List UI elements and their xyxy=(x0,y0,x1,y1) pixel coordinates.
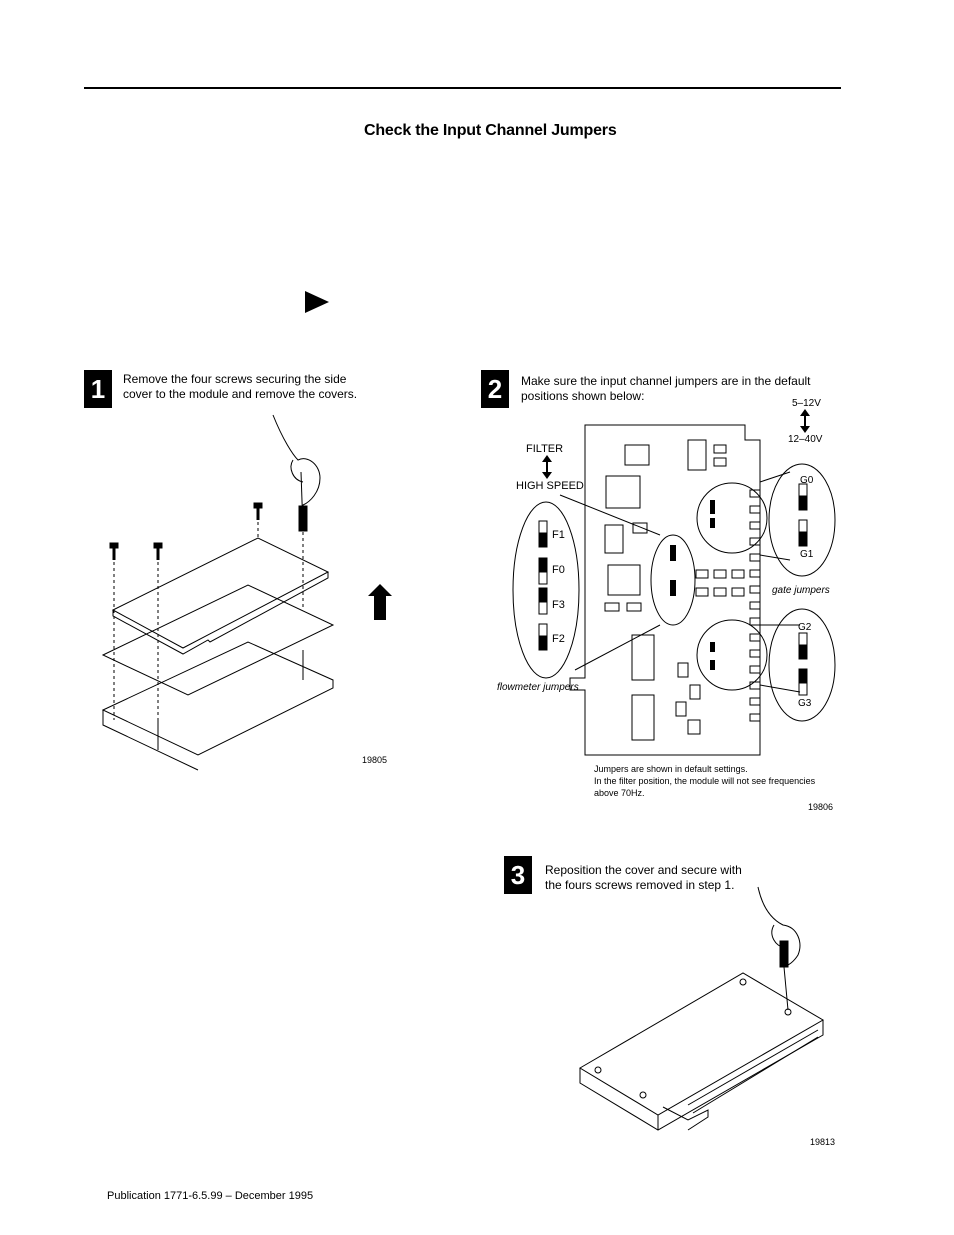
voltage-low-label: 5–12V xyxy=(792,398,821,409)
step-1-text: Remove the four screws securing the side… xyxy=(123,372,358,401)
flowmeter-caption: flowmeter jumpers xyxy=(497,682,579,693)
step-1-figure-id: 19805 xyxy=(362,755,388,765)
step-2-text: Make sure the input channel jumpers are … xyxy=(521,374,811,403)
remove-cover-illustration xyxy=(101,414,335,771)
replace-cover-illustration xyxy=(579,886,824,1131)
step-3-text: Reposition the cover and secure with the… xyxy=(545,863,742,892)
step-1-number: 1 xyxy=(84,370,112,408)
jumper-g1-label: G1 xyxy=(800,549,814,560)
gate-jumper-detail-top xyxy=(768,463,836,577)
flowmeter-jumper-detail xyxy=(512,501,580,679)
jumper-f0-label: F0 xyxy=(552,564,565,576)
step-3-number: 3 xyxy=(504,856,532,894)
up-arrow-icon xyxy=(368,584,392,620)
play-arrow-icon xyxy=(305,291,329,313)
step-2-number: 2 xyxy=(481,370,509,408)
voltage-high-label: 12–40V xyxy=(788,434,823,445)
jumper-note-2: In the filter position, the module will … xyxy=(594,776,816,786)
gate-jumper-detail-bottom xyxy=(768,608,836,722)
circuit-board-illustration xyxy=(559,424,801,756)
step-2-figure-id: 19806 xyxy=(808,802,834,812)
header-rule xyxy=(84,87,841,89)
jumper-note-3: above 70Hz. xyxy=(594,788,645,798)
jumper-g3-label: G3 xyxy=(798,698,812,709)
double-arrow-icon xyxy=(542,455,552,479)
jumper-f2-label: F2 xyxy=(552,633,565,645)
high-speed-label: HIGH SPEED xyxy=(516,480,584,492)
jumper-f1-label: F1 xyxy=(552,529,565,541)
jumper-g0-label: G0 xyxy=(800,475,814,486)
section-title: Check the Input Channel Jumpers xyxy=(364,122,617,139)
jumper-g2-label: G2 xyxy=(798,622,812,633)
jumper-note-1: Jumpers are shown in default settings. xyxy=(594,764,748,774)
jumper-f3-label: F3 xyxy=(552,599,565,611)
gate-caption: gate jumpers xyxy=(772,585,830,596)
publication-footer: Publication 1771-6.5.99 – December 1995 xyxy=(107,1190,314,1202)
double-arrow-icon xyxy=(800,409,810,433)
filter-label: FILTER xyxy=(526,443,564,455)
step-3-figure-id: 19813 xyxy=(810,1137,836,1147)
